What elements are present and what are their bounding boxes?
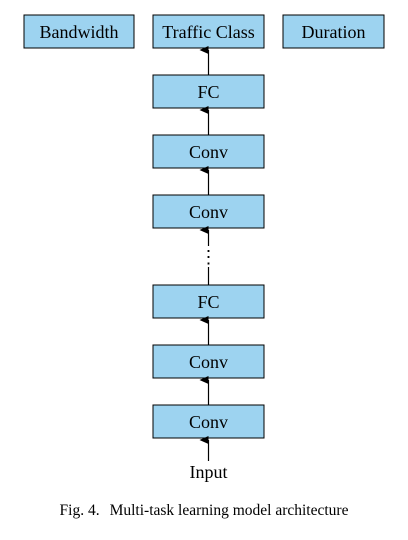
- layer-fc-top-label: FC: [197, 82, 219, 102]
- figure-caption: Fig. 4. Multi-task learning model archite…: [0, 502, 408, 520]
- layer-conv-lower-2-box: Conv: [152, 344, 265, 379]
- layer-conv-upper-1-box: Conv: [152, 134, 265, 169]
- layer-fc-top-box: FC: [152, 74, 265, 109]
- output-duration-box: Duration: [282, 14, 385, 49]
- layer-fc-bottom-label: FC: [197, 292, 219, 312]
- layer-ellipsis: ⋮: [200, 247, 218, 267]
- figure-caption-text: Multi-task learning model architecture: [109, 502, 349, 519]
- layer-conv-upper-1-label: Conv: [189, 142, 228, 162]
- input-label: Input: [190, 462, 228, 482]
- output-traffic-class-label: Traffic Class: [162, 22, 255, 42]
- layer-conv-lower-1-label: Conv: [189, 412, 228, 432]
- layer-conv-upper-2-label: Conv: [189, 202, 228, 222]
- output-bandwidth-box: Bandwidth: [23, 14, 135, 49]
- layer-conv-upper-2-box: Conv: [152, 194, 265, 229]
- output-traffic-class-box: Traffic Class: [152, 14, 265, 49]
- architecture-diagram: Bandwidth Traffic Class Duration FC Conv…: [23, 14, 385, 482]
- layer-conv-lower-2-label: Conv: [189, 352, 228, 372]
- layer-fc-bottom-box: FC: [152, 284, 265, 319]
- output-bandwidth-label: Bandwidth: [40, 22, 119, 42]
- output-duration-label: Duration: [302, 22, 366, 42]
- layer-conv-lower-1-box: Conv: [152, 404, 265, 439]
- figure-number: Fig. 4.: [59, 502, 100, 519]
